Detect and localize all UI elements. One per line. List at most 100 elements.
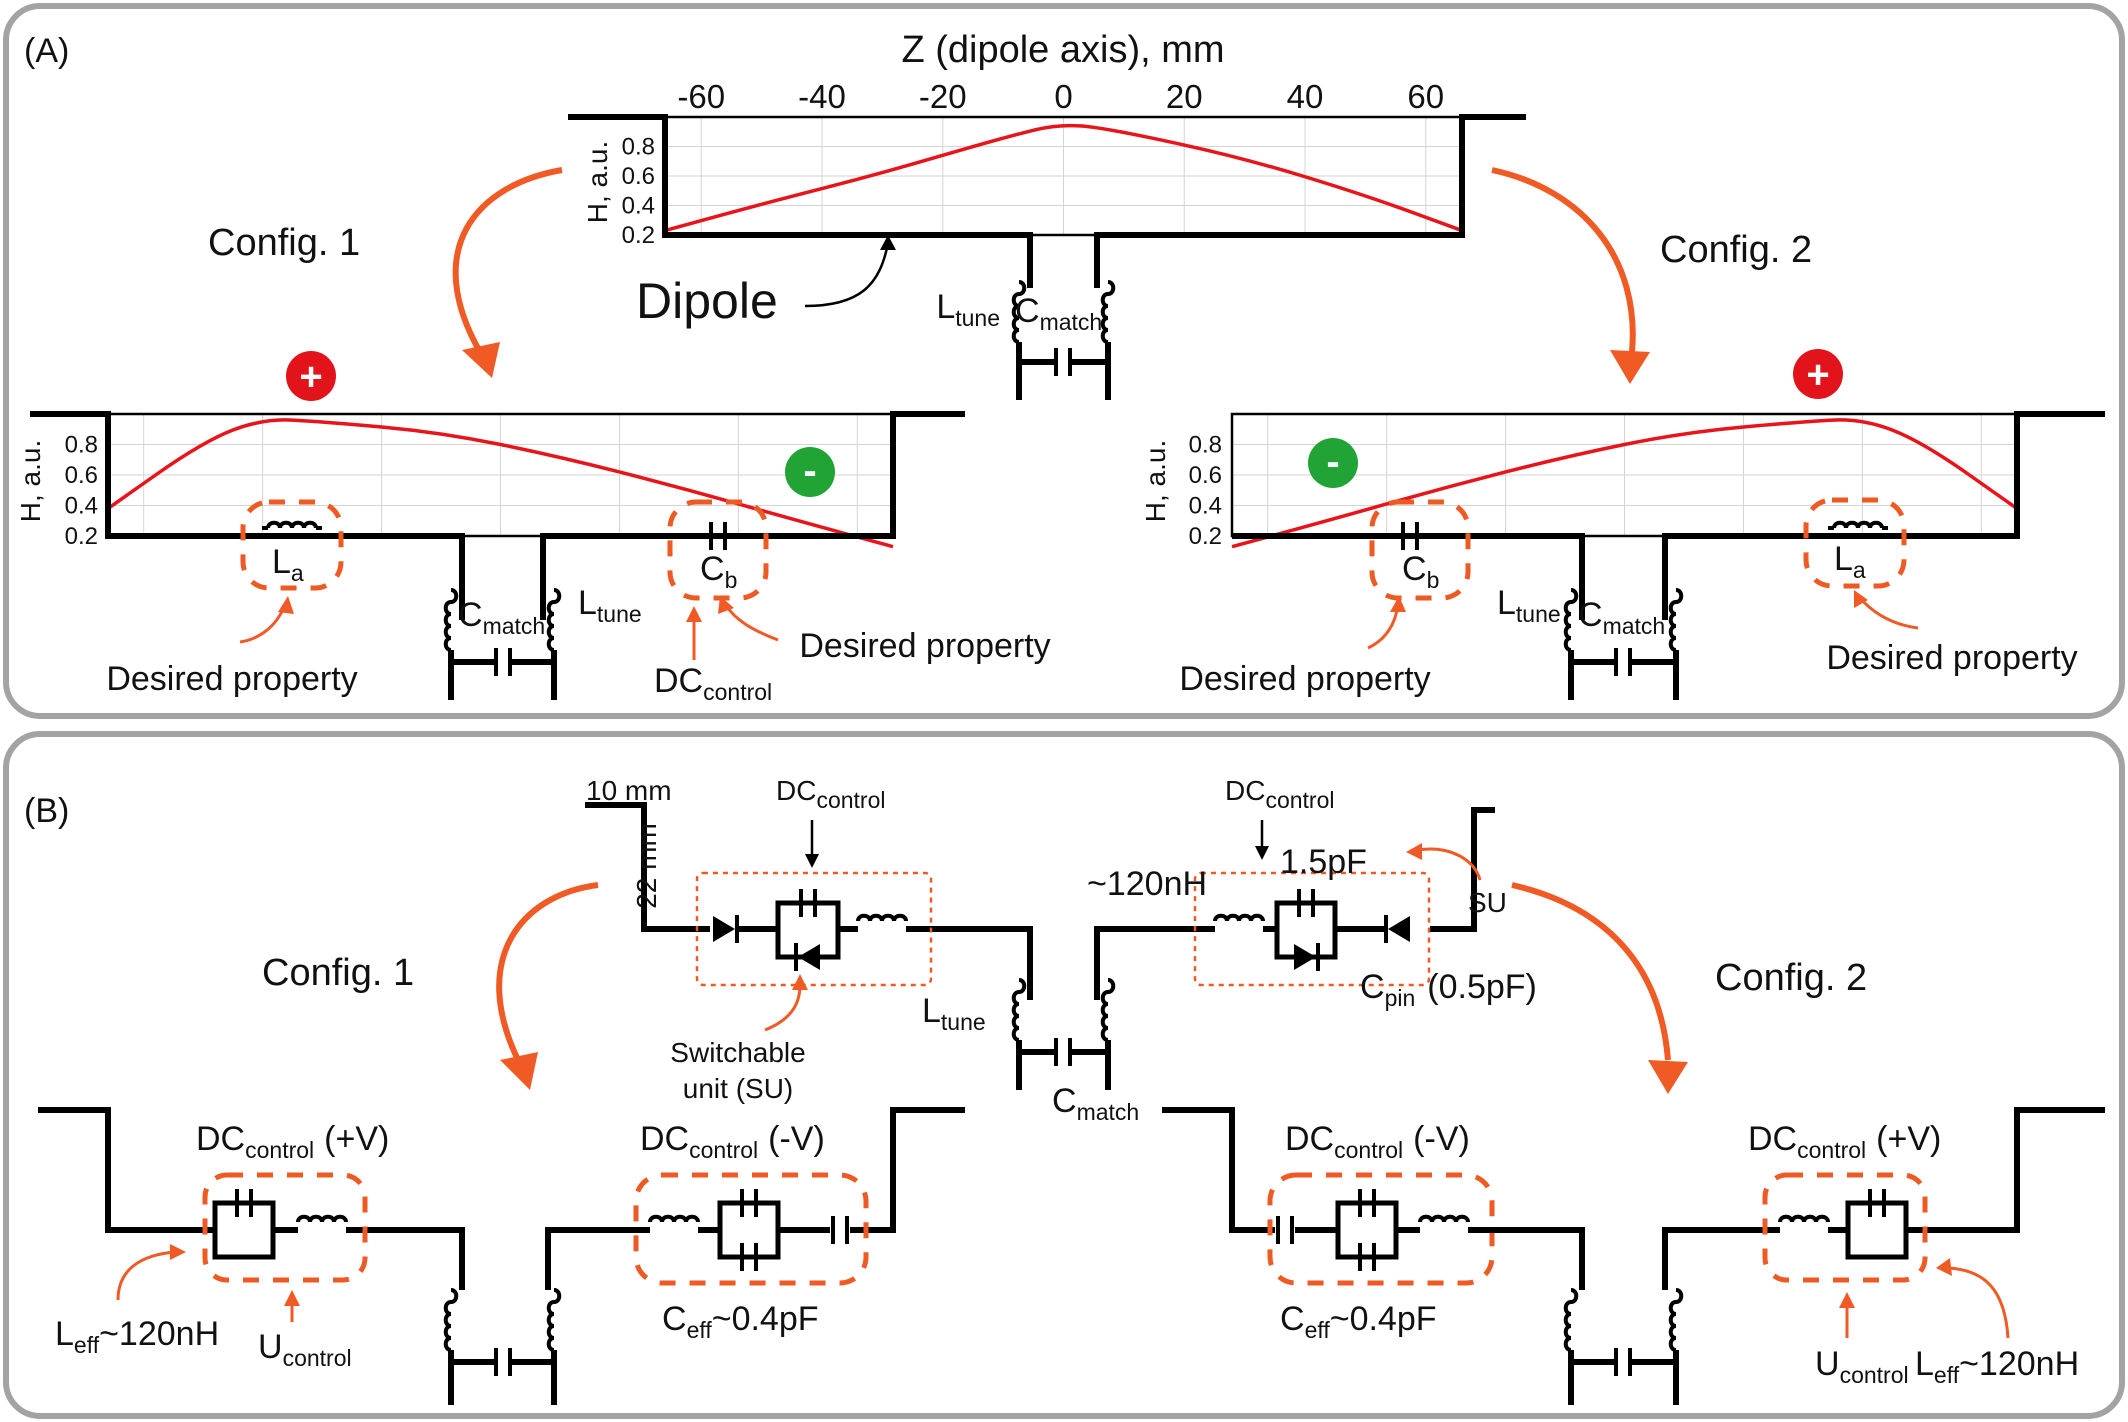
b-c1-leff-arrow	[116, 1250, 176, 1301]
b-c1-ceff-value: ~0.4pF	[712, 1300, 819, 1338]
b-c1-leff-label: L	[55, 1315, 74, 1353]
top-xtick-3: 0	[1054, 78, 1072, 115]
a-config1-arrowhead	[462, 342, 500, 378]
svg-text:La: La	[272, 543, 304, 586]
top-y-axis-label: H, a.u.	[582, 141, 613, 223]
config2-desired-property-left: Desired property	[1179, 660, 1430, 698]
panel-a-label: (A)	[24, 32, 69, 70]
svg-text:Ceff~0.4pF: Ceff~0.4pF	[662, 1300, 819, 1343]
right-ytick-0: 0.8	[1189, 432, 1222, 459]
b-c1-ceff-sub: eff	[687, 1317, 713, 1343]
b-ltune-sub: tune	[941, 1009, 986, 1035]
config1-cb-label: C	[700, 550, 725, 588]
svg-text:Ltune: Ltune	[922, 992, 986, 1035]
b-c2-dc-sub-right: control	[1797, 1137, 1866, 1163]
top-x-axis-label: Z (dipole axis), mm	[901, 29, 1224, 71]
b-right-dc-label: DC	[1225, 775, 1265, 806]
top-xtick-6: 60	[1407, 78, 1444, 115]
b-c2-plus-v: (+V)	[1876, 1120, 1941, 1158]
b-c2-leff-value: ~120nH	[1959, 1345, 2079, 1383]
b-c1-ceff-highlight	[633, 1172, 869, 1286]
b-right-dc-sub: control	[1265, 787, 1334, 813]
top-ltune-label: L	[936, 288, 955, 326]
b-c1-minus-v: (-V)	[768, 1120, 825, 1158]
config1-negative-badge	[785, 447, 835, 497]
svg-text:DCcontrol(+V): DCcontrol(+V)	[1748, 1120, 1941, 1163]
b-left-dc-label: DC	[776, 775, 816, 806]
svg-text:DCcontrol: DCcontrol	[654, 662, 772, 705]
right-ytick-3: 0.2	[1189, 523, 1222, 550]
b-c2-u-sub: control	[1840, 1362, 1909, 1388]
svg-text:Ltune: Ltune	[1497, 584, 1561, 627]
a-config2-title: Config. 2	[1660, 229, 1812, 271]
b-c2-minus-v: (-V)	[1413, 1120, 1470, 1158]
panel-b-label: (B)	[24, 792, 69, 830]
svg-text:DCcontrol: DCcontrol	[1225, 775, 1335, 813]
svg-text:Ucontrol: Ucontrol	[1815, 1345, 1909, 1388]
config2-minus-sign: -	[1326, 440, 1339, 484]
top-field-curve	[664, 123, 1463, 233]
b-c1-leff-value: ~120nH	[99, 1315, 219, 1353]
top-xtick-5: 40	[1287, 78, 1324, 115]
svg-text:Cpin(0.5pF): Cpin(0.5pF)	[1360, 968, 1537, 1011]
b-inductance-label: ~120nH	[1087, 865, 1207, 903]
b-config1-arrowhead	[500, 1052, 538, 1090]
b-ltune-label: L	[922, 992, 941, 1030]
a-config1-arrow	[452, 167, 563, 354]
b-c2-ceff-value: ~0.4pF	[1330, 1300, 1437, 1338]
panel-a-frame	[3, 3, 2125, 719]
left-ytick-3: 0.2	[65, 523, 98, 550]
config1-la-sub: a	[291, 560, 304, 586]
config2-ltune-sub: tune	[1516, 601, 1561, 627]
b-c2-match-loop	[1568, 1350, 1679, 1405]
b-cap-value: 1.5pF	[1280, 843, 1367, 881]
top-xtick-4: 20	[1166, 78, 1203, 115]
config2-cmatch-sub: match	[1603, 613, 1666, 639]
top-cmatch-sub: match	[1040, 309, 1103, 335]
svg-text:DCcontrol(-V): DCcontrol(-V)	[1285, 1120, 1470, 1163]
b-dim-horizontal: 10 mm	[586, 775, 672, 806]
config1-cmatch-label: C	[458, 596, 483, 634]
b-cpin-value: (0.5pF)	[1427, 968, 1537, 1006]
svg-text:Ceff~0.4pF: Ceff~0.4pF	[1280, 1300, 1437, 1343]
left-ytick-2: 0.4	[65, 493, 98, 520]
b-c2-ceff-label: C	[1280, 1300, 1305, 1338]
config1-plus-sign: +	[299, 355, 322, 399]
top-ytick-1: 0.6	[622, 163, 655, 190]
config1-la-highlight	[240, 499, 344, 591]
right-ytick-1: 0.6	[1189, 462, 1222, 489]
config2-cb-sub: b	[1427, 567, 1440, 593]
config1-cb-highlight	[667, 499, 769, 601]
top-ytick-0: 0.8	[622, 134, 655, 161]
svg-text:DCcontrol: DCcontrol	[776, 775, 886, 813]
top-ytick-3: 0.2	[622, 222, 655, 249]
svg-text:Cmatch: Cmatch	[1015, 292, 1102, 335]
b-cpin-label: C	[1360, 968, 1385, 1006]
b-c1-match-loop	[448, 1350, 557, 1405]
b-c2-dc-sub-left: control	[1334, 1137, 1403, 1163]
b-c2-leff-highlight	[1762, 1172, 1928, 1283]
config2-la-label: L	[1834, 540, 1853, 578]
config2-match-loop	[1568, 650, 1679, 700]
right-ytick-2: 0.4	[1189, 493, 1222, 520]
svg-text:Leff~120nH: Leff~120nH	[55, 1315, 219, 1358]
b-c1-u-label: U	[258, 1328, 283, 1366]
b-c2-ceff-highlight	[1267, 1172, 1495, 1286]
config2-cmatch-label: C	[1578, 596, 1603, 634]
svg-text:DCcontrol(+V): DCcontrol(+V)	[196, 1120, 389, 1163]
config1-positive-badge	[286, 351, 336, 401]
b-dim-vertical: 22 mm	[631, 823, 662, 909]
b-config2-arrowhead	[1648, 1060, 1688, 1094]
b-c2-leff-label: L	[1915, 1345, 1934, 1383]
config2-cb-label: C	[1402, 550, 1427, 588]
svg-text:Ucontrol: Ucontrol	[258, 1328, 352, 1371]
config2-ltune-label: L	[1497, 584, 1516, 622]
b-left-su-highlight	[695, 871, 933, 987]
config2-cb-highlight	[1369, 499, 1471, 601]
svg-text:Cmatch: Cmatch	[1052, 1082, 1139, 1125]
b-c2-right-arm	[1906, 1107, 2105, 1233]
b-c1-left-arm	[38, 1107, 208, 1233]
b-su-arrow	[1417, 847, 1482, 881]
b-c1-dc-label-right: DC	[640, 1120, 689, 1158]
